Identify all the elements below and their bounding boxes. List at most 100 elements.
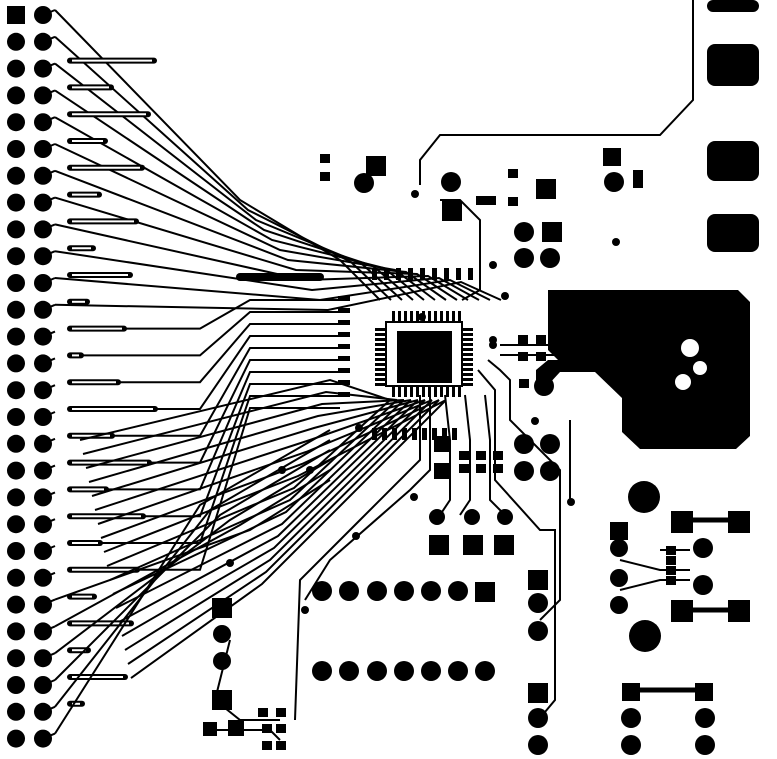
header-pin xyxy=(7,327,25,346)
round-pad xyxy=(421,661,441,681)
ic-pin-left xyxy=(375,333,386,336)
trace xyxy=(42,437,56,445)
square-pad xyxy=(610,522,628,540)
via xyxy=(301,606,309,614)
ic-pin-bottom xyxy=(392,386,395,397)
smd-pad xyxy=(320,172,330,181)
header-pin xyxy=(7,729,25,748)
round-pad xyxy=(540,248,560,268)
trace xyxy=(115,399,412,609)
via xyxy=(681,339,699,357)
ic-pins xyxy=(338,268,473,440)
trace xyxy=(94,399,426,511)
smd-pad xyxy=(519,379,529,388)
pad-rect xyxy=(707,44,759,86)
round-pad xyxy=(367,581,387,601)
smd-pad xyxy=(408,268,413,280)
smd-pad xyxy=(493,451,503,460)
smd-pad xyxy=(536,352,546,361)
ic-pin-bottom xyxy=(422,386,425,397)
round-pad xyxy=(528,708,548,728)
smd-pad xyxy=(420,268,425,280)
round-pad xyxy=(464,509,480,525)
ic-pin-top xyxy=(458,311,461,322)
via xyxy=(278,466,286,474)
smd-pad xyxy=(518,335,528,344)
smd-pad xyxy=(392,428,397,440)
round-pad xyxy=(441,172,461,192)
square-pad xyxy=(603,148,621,166)
square-pad xyxy=(528,683,548,703)
trace xyxy=(54,449,331,681)
round-pad xyxy=(367,661,387,681)
header-pin xyxy=(7,59,25,78)
trace xyxy=(42,545,56,552)
ic-pin-top xyxy=(410,311,413,322)
smd-pad xyxy=(338,296,350,301)
ic-pin-left xyxy=(375,338,386,341)
square-pad xyxy=(528,570,548,590)
square-pad xyxy=(434,463,450,479)
header-pin xyxy=(7,247,25,266)
trace xyxy=(42,250,56,258)
smd-pad xyxy=(476,464,486,473)
smd-pad xyxy=(486,196,496,205)
trace xyxy=(54,250,480,301)
header-pin xyxy=(7,515,25,534)
header-pin xyxy=(7,434,25,453)
round-pad xyxy=(394,581,414,601)
left-connector-header xyxy=(7,6,52,748)
round-pad xyxy=(339,661,359,681)
square-pad xyxy=(475,582,495,602)
pad-rect xyxy=(707,0,759,12)
ic-pin-bottom xyxy=(416,386,419,397)
trace xyxy=(42,143,56,150)
ic-pin-right xyxy=(462,338,473,341)
ic-pin-left xyxy=(375,343,386,346)
ic-pin-top xyxy=(416,311,419,322)
ic-pin-right xyxy=(462,333,473,336)
round-pad xyxy=(213,652,231,670)
trace xyxy=(54,459,331,654)
smd-pad xyxy=(432,268,437,280)
square-pad xyxy=(536,179,556,199)
header-pin xyxy=(7,140,25,158)
trace xyxy=(130,399,447,679)
round-pad xyxy=(695,708,715,728)
smd-pad xyxy=(276,741,286,750)
trace xyxy=(54,277,491,302)
round-pad xyxy=(610,539,628,557)
pads-and-vias xyxy=(203,148,750,755)
smd-pad xyxy=(372,268,377,280)
round-pad xyxy=(528,735,548,755)
trace xyxy=(54,429,331,735)
smd-pad xyxy=(432,428,437,440)
trace xyxy=(42,598,56,606)
smd-pad xyxy=(320,154,330,163)
smd-pad xyxy=(633,179,643,188)
round-pad xyxy=(514,461,534,481)
trace xyxy=(42,491,56,499)
via xyxy=(531,417,539,425)
trace xyxy=(54,36,392,301)
ic-pin-bottom xyxy=(452,386,455,397)
header-pin xyxy=(7,702,25,721)
smd-pad xyxy=(508,197,518,206)
top-right-pads xyxy=(707,0,759,252)
trace xyxy=(42,518,56,526)
ic-pin-right xyxy=(462,378,473,381)
smd-pad xyxy=(666,546,676,555)
square-pad xyxy=(429,535,449,555)
trace xyxy=(97,399,433,525)
trace xyxy=(100,399,440,539)
ic-pin-right xyxy=(462,373,473,376)
square-pad xyxy=(494,535,514,555)
trace xyxy=(54,223,469,301)
smd-pad xyxy=(476,196,486,205)
ic-pin-bottom xyxy=(410,386,413,397)
smd-pad xyxy=(402,428,407,440)
ic-pin-left xyxy=(375,348,386,351)
ic-pin-top xyxy=(440,311,443,322)
smd-pad xyxy=(536,335,546,344)
